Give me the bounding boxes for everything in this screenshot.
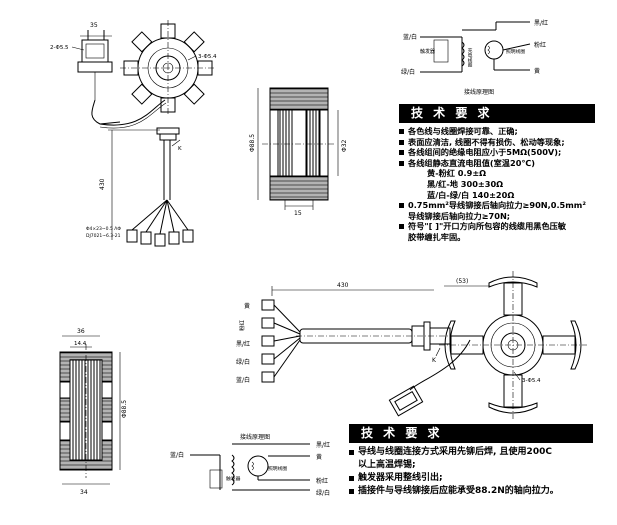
svg-text:K: K: [178, 146, 182, 152]
bracket-bottom-right: [388, 385, 424, 417]
spec2-item-1b: 以上高温焊锡;: [358, 460, 416, 470]
spec1-item-5b: 导线铆接后轴向拉力≥70N;: [408, 210, 511, 221]
dim-430-bottom: 430: [337, 282, 349, 289]
dim-phi32: Φ32: [341, 139, 348, 152]
wiring-bottom-right-label-4: 绿/白: [316, 489, 330, 497]
dim-14-4: 14.4: [74, 341, 87, 347]
side-section-view: Φ88.5 Φ32 15: [249, 87, 348, 217]
dim-34: 34: [80, 489, 88, 496]
label-K: K: [432, 357, 437, 364]
lead-label-1: 黄: [244, 302, 250, 310]
stator-bottom-right: [439, 271, 587, 419]
dim-35: 35: [90, 22, 98, 29]
spec1-item-6b: 胶带缠扎牢固。: [408, 231, 466, 242]
spec1-resistance-2: 黑/红-地 300±30Ω: [427, 178, 504, 189]
wiring-diagram-bottom: 接线原理图 蓝/白 触发器 照明线圈 黑/红 黄 粉红 绿/白: [170, 433, 330, 497]
note-terminal-2: DJ7021~6.3-21: [86, 233, 121, 239]
wiring-top-left-label-1: 蓝/白: [403, 33, 417, 41]
mount-bracket: [77, 30, 121, 125]
wiring-bottom-right-label-2: 黄: [316, 453, 322, 461]
wiring-top-lighting: 照明线圈: [506, 48, 525, 55]
wiring-top-right-label-3: 黄: [534, 67, 540, 75]
lead-label-4: 绿/白: [236, 358, 250, 366]
spec2-title: 技 术 要 求: [349, 424, 593, 443]
dim-430-top: 430: [99, 178, 106, 190]
dim-phi885-bottom: Φ88.5: [121, 400, 128, 418]
dim-53: (53): [456, 278, 468, 285]
wiring-bottom-lighting: 照明线圈: [268, 465, 287, 472]
wiring-bottom-right-label-3: 粉红: [316, 477, 328, 485]
wiring-bottom-title: 接线原理图: [240, 433, 270, 441]
wiring-top-left-label-2: 绿/白: [401, 68, 415, 76]
bottom-cable-assembly: 430 (53) 黄 粉红 黑/红 绿/白 蓝/白 K: [236, 278, 490, 384]
wiring-top-charge: 充电线圈: [467, 47, 472, 68]
bottom-connectors: [261, 299, 275, 383]
wiring-top-trigger: 触发器: [420, 48, 435, 55]
technical-requirements-2: 技 术 要 求 导线与线圈连接方式采用先铆后焊, 且使用200C 以上高温焊锡;…: [349, 424, 593, 498]
lead-fanout-top: [126, 199, 194, 247]
wiring-diagram-top: 蓝/白 绿/白 触发器 充电线圈 照明线圈 黑/红 粉红 黄 接线原理图: [401, 19, 548, 96]
dim-36: 36: [77, 328, 85, 335]
top-left-stator-view: 35 2-Φ5.5 3-Φ5.4: [50, 20, 217, 247]
spec1-item-1: 各色线与线圈焊接可靠、正确;: [399, 126, 595, 137]
note-terminal: Φ4×23~0.5 ΛΦ: [86, 226, 121, 232]
spec2-item-2: 触发器采用整线引出;: [349, 472, 593, 485]
wiring-top-right-label-2: 粉红: [534, 41, 546, 49]
dim-phi885-mid: Φ88.5: [249, 134, 256, 152]
wiring-bottom-left-label: 蓝/白: [170, 451, 184, 459]
dim-3-phi54-top: 3-Φ5.4: [198, 54, 217, 60]
lead-label-2: 粉红: [238, 319, 246, 331]
spec1-item-4: 各线组静态直流电阻值(室温20℃): [399, 158, 595, 169]
spec1-resistance-1: 黄-粉红 0.9±Ω: [427, 168, 487, 179]
wiring-bottom-right-label-1: 黑/红: [316, 441, 330, 449]
dim-15: 15: [294, 210, 302, 217]
spec1-title: 技 术 要 求: [399, 104, 595, 123]
spec1-item-2: 表面应清洁, 线圈不得有损伤、松动等现象;: [399, 137, 595, 148]
spec1-item-3: 各线组间的绝缘电阻应小于5MΩ(500V);: [399, 147, 595, 158]
wiring-top-right-label-1: 黑/红: [534, 19, 548, 27]
stator-top-left: [120, 20, 216, 116]
spec2-item-1: 导线与线圈连接方式采用先铆后焊, 且使用200C: [349, 446, 593, 459]
spec1-item-5: 0.75mm²导线铆接后轴向拉力≥90N,0.5mm²: [399, 200, 595, 211]
lead-label-5: 蓝/白: [236, 376, 250, 384]
dim-3-phi54-bottom: 3-Φ5.4: [522, 378, 541, 384]
spec1-resistance-3: 蓝/白-绿/白 140±20Ω: [427, 189, 515, 200]
lead-label-3: 黑/红: [236, 340, 250, 348]
technical-requirements-1: 技 术 要 求 各色线与线圈焊接可靠、正确; 表面应清洁, 线圈不得有损伤、松动…: [399, 104, 595, 243]
dim-2-phi55: 2-Φ5.5: [50, 45, 69, 51]
spec1-item-6: 符号"[ ]"开口方向所包容的线缆用黑色压敏: [399, 221, 595, 232]
spec2-item-3: 插接件与导线铆接后应能承受88.2N的轴向拉力。: [349, 485, 593, 498]
bottom-section-view: 36 14.4 Φ88.5 34: [59, 328, 128, 496]
wiring-top-title: 接线原理图: [464, 88, 494, 96]
